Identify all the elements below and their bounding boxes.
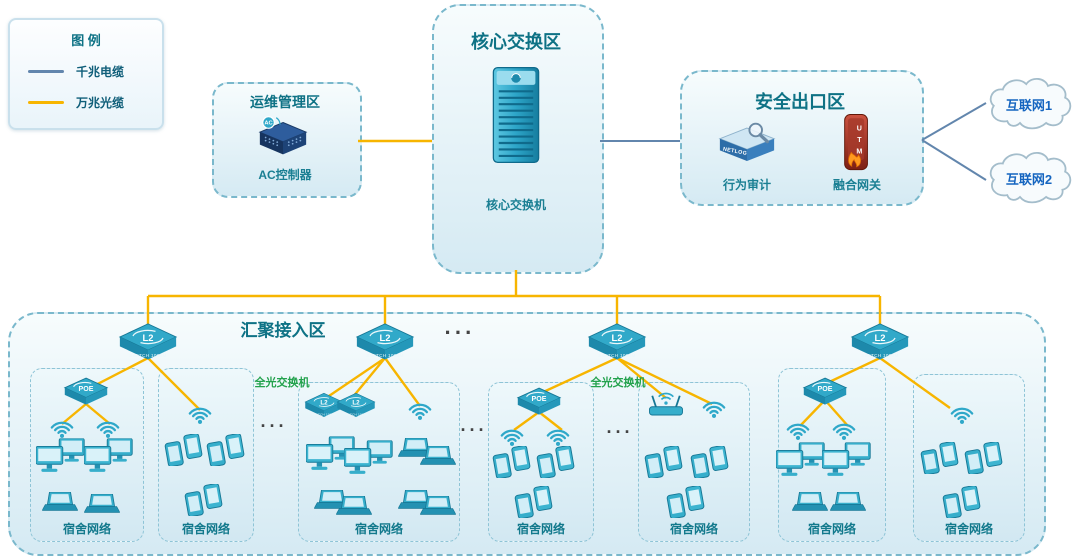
l2-aggregation-switch-icon [118, 322, 178, 367]
gigabit-cable-swatch [28, 70, 64, 73]
dorm-network-label: 宿舍网络 [62, 522, 111, 536]
dorm-network-label: 宿舍网络 [807, 522, 856, 536]
aggregation-zone-title: 汇聚接入区 [240, 321, 326, 340]
dorm-network-label: 宿舍网络 [669, 522, 718, 536]
legend-item-label: 万兆光缆 [76, 96, 125, 110]
desktop-computers-icon [344, 440, 394, 480]
legend-item-gigabit: 千兆电缆 [28, 63, 162, 80]
l2-access-switch-icon [336, 392, 376, 422]
legend-item-label: 千兆电缆 [76, 65, 125, 79]
l2-aggregation-switch-icon [355, 322, 415, 367]
behavior-audit-label: 行为审计 [722, 178, 771, 192]
phones-icon [536, 446, 576, 478]
wifi-signal-icon [46, 416, 78, 439]
internet-cloud-1: 互联网1 [980, 76, 1078, 132]
internet-2-label: 互联网2 [1005, 171, 1053, 187]
wifi-signal-icon [404, 398, 436, 421]
laptop-icon [84, 494, 120, 515]
desktop-computers-icon [36, 438, 86, 478]
desktop-computers-icon [776, 442, 826, 482]
l2-aggregation-switch-icon [850, 322, 910, 367]
wifi-signal-icon [542, 424, 574, 447]
utm-gateway-icon [838, 112, 876, 174]
poe-switch-icon [516, 386, 562, 422]
phones-icon [644, 446, 684, 478]
wifi-signal-icon [184, 402, 216, 425]
poe-switch-icon [63, 376, 109, 412]
laptop-icon [42, 492, 78, 513]
phones-icon [690, 446, 730, 478]
phones-icon [492, 446, 532, 478]
dorm-network-label: 宿舍网络 [354, 522, 403, 536]
laptop-icon [420, 496, 456, 517]
dorm-network-label: 宿舍网络 [516, 522, 565, 536]
security-zone-title: 安全出口区 [755, 92, 845, 112]
laptop-icon [830, 492, 866, 513]
fiber-cable-swatch [28, 101, 64, 104]
phones-icon [666, 486, 706, 518]
phones-icon [964, 442, 1004, 474]
behavior-audit-icon [716, 122, 778, 169]
l2-aggregation-switch-icon [587, 322, 647, 367]
ellipsis: ··· [444, 320, 476, 345]
dorm-network-label: 宿舍网络 [181, 522, 230, 536]
core-switch-icon [488, 62, 544, 168]
phones-icon [206, 434, 246, 466]
ellipsis: ··· [260, 416, 288, 436]
wifi-signal-icon [496, 424, 528, 447]
wireless-router-icon [644, 390, 688, 418]
wifi-signal-icon [92, 416, 124, 439]
laptop-icon [420, 446, 456, 467]
phones-icon [164, 434, 204, 466]
ellipsis: ··· [460, 420, 488, 440]
desktop-computers-icon [822, 442, 872, 482]
core-switch-label: 核心交换机 [485, 198, 546, 212]
core-zone-title: 核心交换区 [471, 32, 561, 52]
legend-panel: 图 例 千兆电缆 万兆光缆 [8, 18, 164, 130]
poe-switch-icon [802, 376, 848, 412]
internet-cloud-2: 互联网2 [980, 150, 1078, 206]
laptop-icon [792, 492, 828, 513]
utm-gateway-label: 融合网关 [832, 178, 881, 192]
desktop-computers-icon [84, 438, 134, 478]
phones-icon [920, 442, 960, 474]
internet-1-label: 互联网1 [1005, 97, 1053, 113]
dorm-network-label: 宿舍网络 [944, 522, 993, 536]
legend-item-fiber: 万兆光缆 [28, 94, 162, 111]
wifi-signal-icon [946, 402, 978, 425]
wifi-signal-icon [782, 418, 814, 441]
phones-icon [184, 484, 224, 516]
optical-switch-label: 全光交换机 [254, 377, 310, 389]
legend-title: 图 例 [71, 33, 101, 48]
phones-icon [514, 486, 554, 518]
ops-zone-title: 运维管理区 [250, 94, 320, 110]
wifi-signal-icon [698, 396, 730, 419]
ac-controller-icon [256, 114, 310, 158]
phones-icon [942, 486, 982, 518]
ac-controller-label: AC控制器 [258, 168, 312, 182]
optical-switch-label: 全光交换机 [590, 377, 646, 389]
laptop-icon [336, 496, 372, 517]
ellipsis: ··· [606, 422, 634, 442]
wifi-signal-icon [828, 418, 860, 441]
